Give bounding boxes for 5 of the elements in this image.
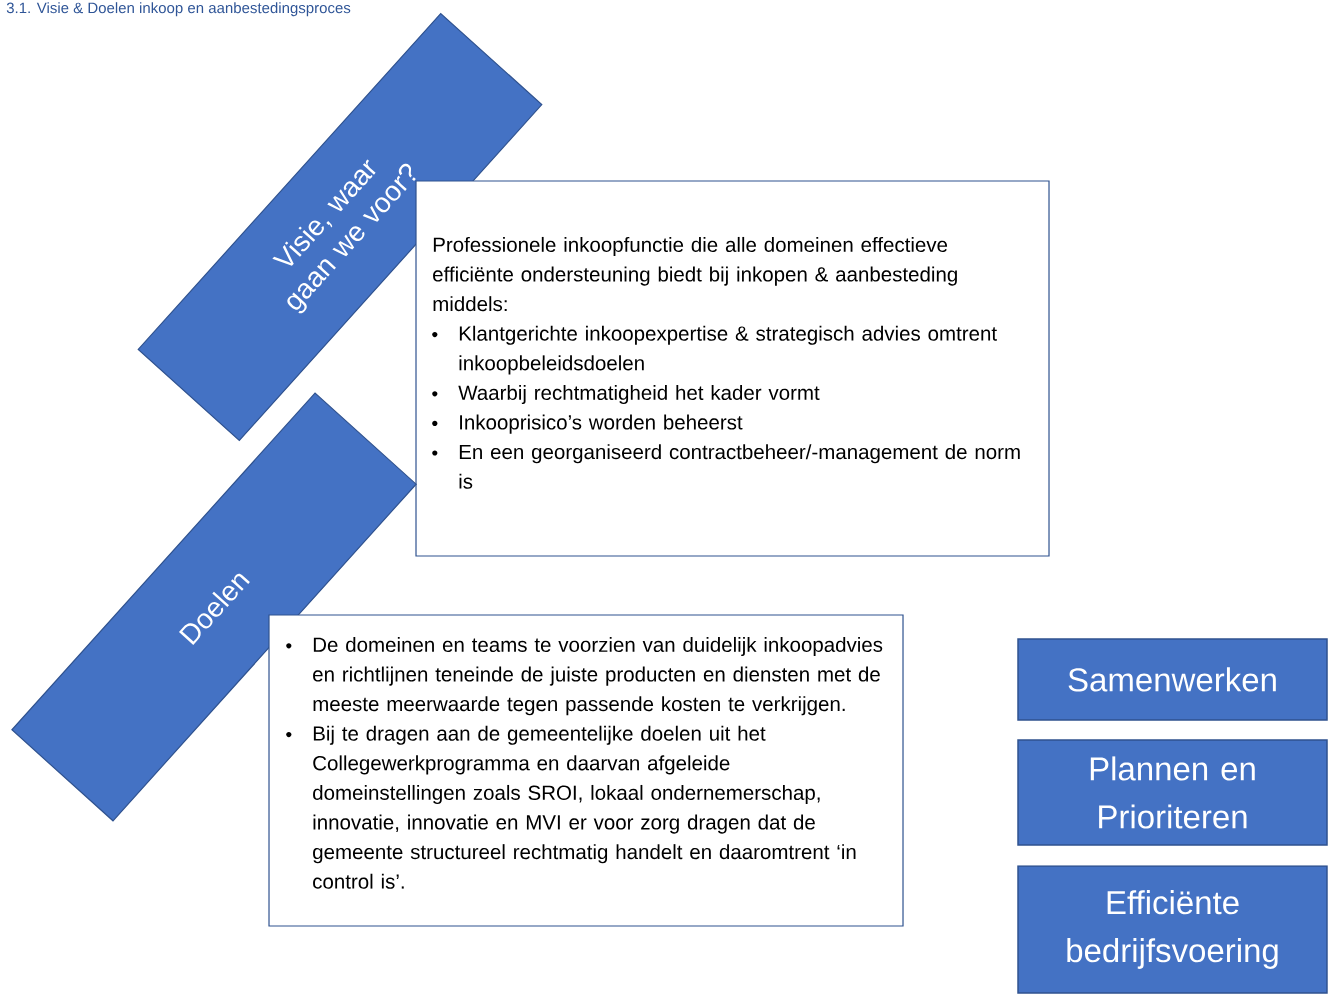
label-box: Plannen en Prioriteren — [1017, 739, 1328, 846]
label-box: Samenwerken — [1017, 638, 1328, 721]
label-box: Efficiënte bedrijfsvoering — [1017, 865, 1328, 994]
text-box: De domeinen en teams te voorzien van duidelijk inkoopadvies en richtlijnen teneinde de juiste producten en diensten met de meeste meerwaarde tegen passende kosten te verkrijgen. Bij te dragen aan de gemeentelijke doelen uit het Collegewerkprogramma en daarvan afgeleide domeinstellingen zoals SROI, lokaal ondernemerschap, innovatie, innovatie en MVI er voor zorg dragen dat de gemeente structureel rechtmatig handelt en daaromtrent ‘in control is’. — [268, 614, 904, 927]
text-box: Professionele inkoopfunctie die alle domeinen effectieve efficiënte ondersteuning biedt bij inkopen & aanbesteding middels: Klantgerichte inkoopexpertise & strategisch advies omtrent inkoopbeleidsdoelen Waarbij rechtmatigheid het kader vormt Inkooprisico’s worden beheerst En een georganiseerd contractbeheer/-management de norm is — [415, 180, 1050, 557]
